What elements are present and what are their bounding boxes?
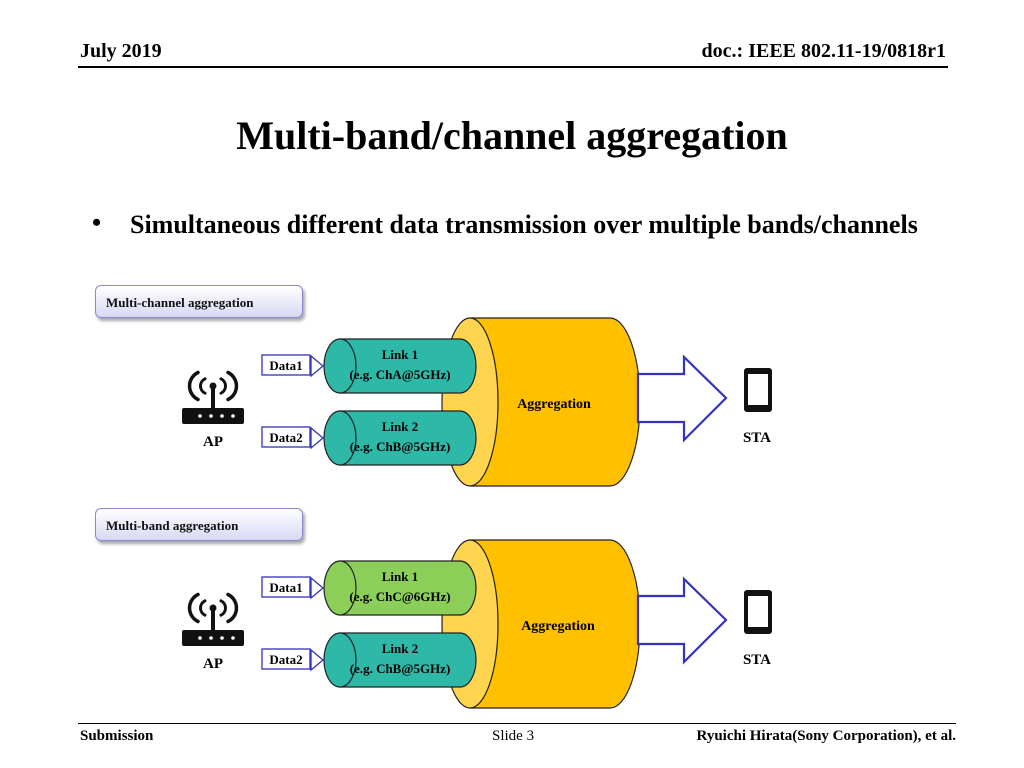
data-arrow (310, 648, 325, 672)
data-arrow (310, 426, 325, 450)
data-arrow (310, 576, 325, 600)
output-arrow (636, 354, 728, 443)
router-icon (182, 370, 244, 424)
footer-submission: Submission (80, 728, 154, 744)
link-title: Link 1 (382, 569, 419, 584)
ap-label: AP (203, 656, 223, 672)
header-date: July 2019 (80, 40, 162, 62)
footer-divider (78, 723, 956, 724)
link-subtitle: (e.g. ChA@5GHz) (349, 367, 450, 382)
footer-slide-number: Slide 3 (492, 728, 535, 744)
link-title: Link 2 (382, 641, 419, 656)
data-label: Data1 (261, 576, 311, 598)
link-subtitle: (e.g. ChB@5GHz) (350, 661, 451, 676)
data-label-text: Data1 (269, 358, 302, 373)
link-1: Link 1 (e.g. ChC@6GHz) (323, 560, 477, 616)
header-divider (78, 66, 948, 68)
link-subtitle: (e.g. ChC@6GHz) (349, 589, 450, 604)
link-title: Link 2 (382, 419, 419, 434)
data-label: Data2 (261, 426, 311, 448)
tag-multi-band: Multi-band aggregation (95, 508, 303, 541)
ap-label: AP (203, 434, 223, 450)
link-2: Link 2 (e.g. ChB@5GHz) (323, 632, 477, 688)
link-subtitle: (e.g. ChB@5GHz) (350, 439, 451, 454)
bullet-text: Simultaneous different data transmission… (130, 210, 918, 239)
header-doc-id: doc.: IEEE 802.11-19/0818r1 (701, 40, 946, 62)
sta-label: STA (743, 652, 771, 668)
link-2: Link 2 (e.g. ChB@5GHz) (323, 410, 477, 466)
data-label-text: Data1 (269, 580, 302, 595)
bullet-marker: • (92, 208, 102, 237)
aggregation-label: Aggregation (517, 397, 591, 412)
sta-label: STA (743, 430, 771, 446)
phone-icon (744, 590, 772, 634)
footer-author: Ryuichi Hirata(Sony Corporation), et al. (696, 728, 956, 744)
link-title: Link 1 (382, 347, 419, 362)
router-icon (182, 592, 244, 646)
output-arrow (636, 576, 728, 665)
data-label-text: Data2 (269, 430, 302, 445)
link-1: Link 1 (e.g. ChA@5GHz) (323, 338, 477, 394)
tag-multi-channel: Multi-channel aggregation (95, 285, 303, 318)
aggregation-label: Aggregation (521, 619, 595, 634)
data-arrow (310, 354, 325, 378)
data-label-text: Data2 (269, 652, 302, 667)
slide-title: Multi-band/channel aggregation (236, 113, 788, 158)
data-label: Data1 (261, 354, 311, 376)
phone-icon (744, 368, 772, 412)
data-label: Data2 (261, 648, 311, 670)
